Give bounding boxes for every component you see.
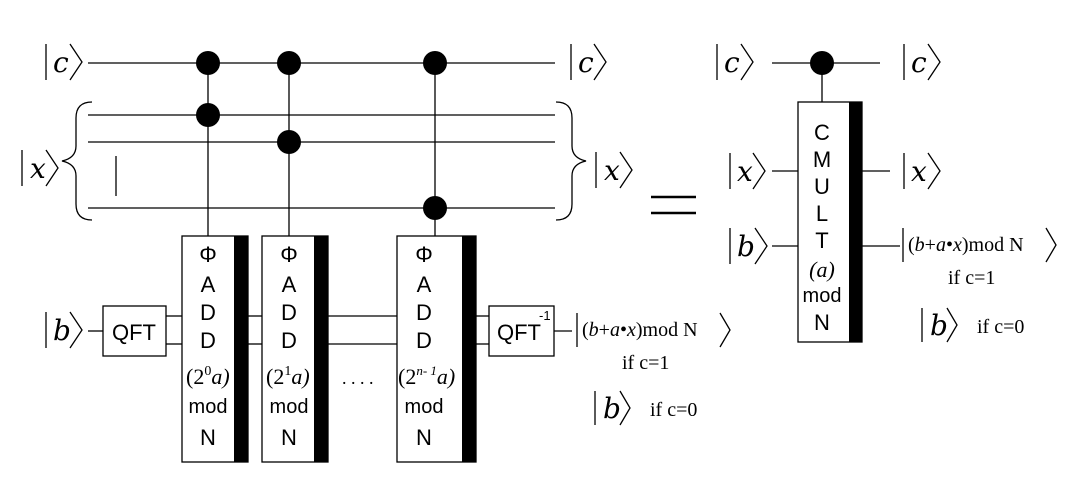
control-dot [277, 130, 301, 154]
svg-text:D: D [281, 328, 297, 353]
cmult-gate: C M U L T (a) mod N [797, 101, 863, 343]
svg-text:A: A [417, 272, 432, 297]
svg-text:if c=1: if c=1 [622, 352, 669, 374]
svg-text:D: D [416, 300, 432, 325]
svg-text:U: U [814, 174, 830, 199]
phi-add-gate-1: Φ A D D (20a) mod N [181, 235, 249, 463]
svg-text:N: N [281, 425, 297, 450]
svg-text:mod: mod [803, 285, 842, 307]
ket-x-in: x [21, 149, 59, 187]
svg-text:(20a): (20a) [186, 364, 230, 389]
b-double-wire [88, 315, 572, 345]
left-brace [61, 101, 93, 221]
left-circuit: c x b c x QFT [21, 43, 731, 463]
ket-b-in-right: b [729, 227, 768, 265]
ket-x-in-right: x [729, 152, 766, 190]
control-dot [196, 51, 220, 75]
svg-text:b: b [603, 392, 621, 425]
svg-text:x: x [911, 155, 927, 188]
svg-text:L: L [816, 201, 828, 226]
svg-text:c: c [578, 46, 594, 79]
b-output-unchanged-right: b if c=0 [921, 307, 1024, 343]
svg-text:D: D [200, 328, 216, 353]
svg-text:A: A [201, 272, 216, 297]
svg-text:Φ: Φ [415, 242, 433, 267]
svg-text:C: C [814, 120, 830, 145]
svg-text:-1: -1 [539, 308, 551, 323]
svg-text:M: M [813, 147, 831, 172]
phi-add-gate-n: Φ A D D (2n- 1a) mod N [396, 235, 477, 463]
svg-text:x: x [604, 154, 620, 187]
ket-b-in: b [45, 311, 83, 349]
svg-text:if c=0: if c=0 [650, 399, 697, 421]
b-output-expression-right: (b+a•x)mod N if c=1 [902, 227, 1057, 289]
svg-text:b: b [53, 314, 71, 347]
svg-text:mod: mod [189, 396, 228, 418]
svg-text:b: b [737, 230, 755, 263]
svg-text:mod: mod [405, 396, 444, 418]
svg-text:D: D [200, 300, 216, 325]
svg-text:(a): (a) [809, 257, 835, 282]
qft-gate: QFT [102, 305, 167, 357]
right-circuit: C M U L T (a) mod N c x b c [716, 43, 1057, 343]
ket-c-in-right: c [716, 43, 754, 81]
svg-text:N: N [200, 425, 216, 450]
phi-add-gate-2: Φ A D D (21a) mod N [261, 235, 329, 463]
ellipsis: . . . . [342, 368, 374, 388]
svg-text:(b+a•x)mod N: (b+a•x)mod N [582, 319, 698, 341]
control-dot [810, 51, 834, 75]
control-dot [196, 103, 220, 127]
svg-text:QFT: QFT [497, 320, 541, 345]
svg-text:(b+a•x)mod N: (b+a•x)mod N [908, 234, 1024, 256]
svg-text:T: T [815, 228, 828, 253]
svg-text:N: N [416, 425, 432, 450]
svg-text:Φ: Φ [280, 242, 298, 267]
svg-text:A: A [282, 272, 297, 297]
control-dot [277, 51, 301, 75]
ket-x-out-right: x [903, 152, 941, 190]
ket-x-out: x [595, 151, 633, 189]
control-dot [423, 51, 447, 75]
svg-text:c: c [911, 46, 927, 79]
svg-text:if c=1: if c=1 [948, 267, 995, 289]
svg-text:QFT: QFT [112, 320, 156, 345]
svg-text:c: c [724, 46, 740, 79]
svg-text:(21a): (21a) [266, 364, 310, 389]
svg-text:b: b [930, 309, 948, 342]
svg-text:D: D [416, 328, 432, 353]
svg-text:c: c [53, 46, 69, 79]
ket-c-in: c [45, 43, 83, 81]
ket-c-out: c [570, 43, 607, 81]
iqft-gate: QFT -1 [488, 305, 555, 357]
svg-text:mod: mod [270, 396, 309, 418]
svg-text:x: x [30, 152, 46, 185]
right-brace [555, 101, 587, 221]
svg-text:(2n- 1a): (2n- 1a) [398, 363, 455, 389]
b-output-expression: (b+a•x)mod N if c=1 [576, 312, 731, 374]
b-output-unchanged: b if c=0 [594, 390, 697, 426]
svg-text:Φ: Φ [199, 242, 217, 267]
svg-text:if c=0: if c=0 [977, 316, 1024, 338]
ket-c-out-right: c [903, 43, 941, 81]
control-dot [423, 196, 447, 220]
equals-sign [651, 195, 696, 215]
svg-text:D: D [281, 300, 297, 325]
svg-text:N: N [814, 310, 830, 335]
svg-text:x: x [737, 155, 753, 188]
